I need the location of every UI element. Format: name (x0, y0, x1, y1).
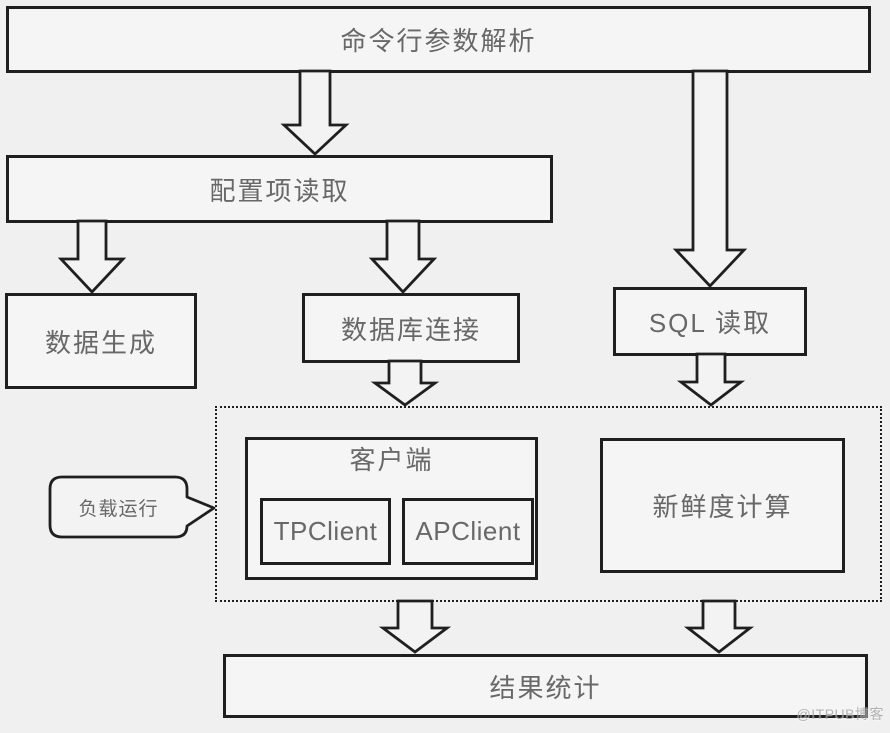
node-freshness-calc-label: 新鲜度计算 (652, 492, 793, 522)
arrow-group-to-result-right (683, 599, 755, 654)
node-sql-read: SQL 读取 (613, 287, 807, 356)
node-data-generate: 数据生成 (5, 293, 197, 389)
arrow-cmdline-to-config (280, 69, 350, 156)
arrow-cmdline-to-sqlread (672, 69, 748, 289)
node-ap-client: APClient (402, 498, 534, 565)
node-cmdline-parse-label: 命令行参数解析 (340, 26, 537, 56)
arrow-config-to-datagen (57, 219, 127, 295)
node-result-stats-label: 结果统计 (489, 672, 602, 703)
node-config-read-label: 配置项读取 (209, 175, 350, 206)
node-data-generate-label: 数据生成 (44, 327, 157, 358)
node-cmdline-parse: 命令行参数解析 (6, 6, 871, 73)
node-db-connect: 数据库连接 (302, 293, 520, 363)
node-client-group: 客户端 TPClient APClient (245, 437, 538, 580)
node-ap-client-label: APClient (415, 516, 521, 546)
watermark: @ITPUB博客 (796, 706, 884, 722)
node-result-stats: 结果统计 (223, 654, 868, 718)
node-config-read: 配置项读取 (6, 155, 553, 223)
node-freshness-calc: 新鲜度计算 (600, 438, 845, 573)
arrow-dbconn-to-group (370, 359, 440, 407)
callout-load-run-label: 负载运行 (78, 498, 159, 520)
arrow-sqlread-to-group (676, 352, 746, 407)
arrow-config-to-dbconn (368, 219, 438, 295)
node-tp-client: TPClient (260, 498, 391, 565)
node-db-connect-label: 数据库连接 (340, 314, 481, 345)
load-run-group-border (215, 406, 882, 602)
node-tp-client-label: TPClient (273, 516, 378, 546)
arrow-group-to-result-left (378, 599, 452, 654)
node-sql-read-label: SQL 读取 (648, 308, 772, 338)
node-client-group-label: 客户端 (349, 445, 434, 475)
callout-load-run: 负载运行 (50, 477, 187, 537)
